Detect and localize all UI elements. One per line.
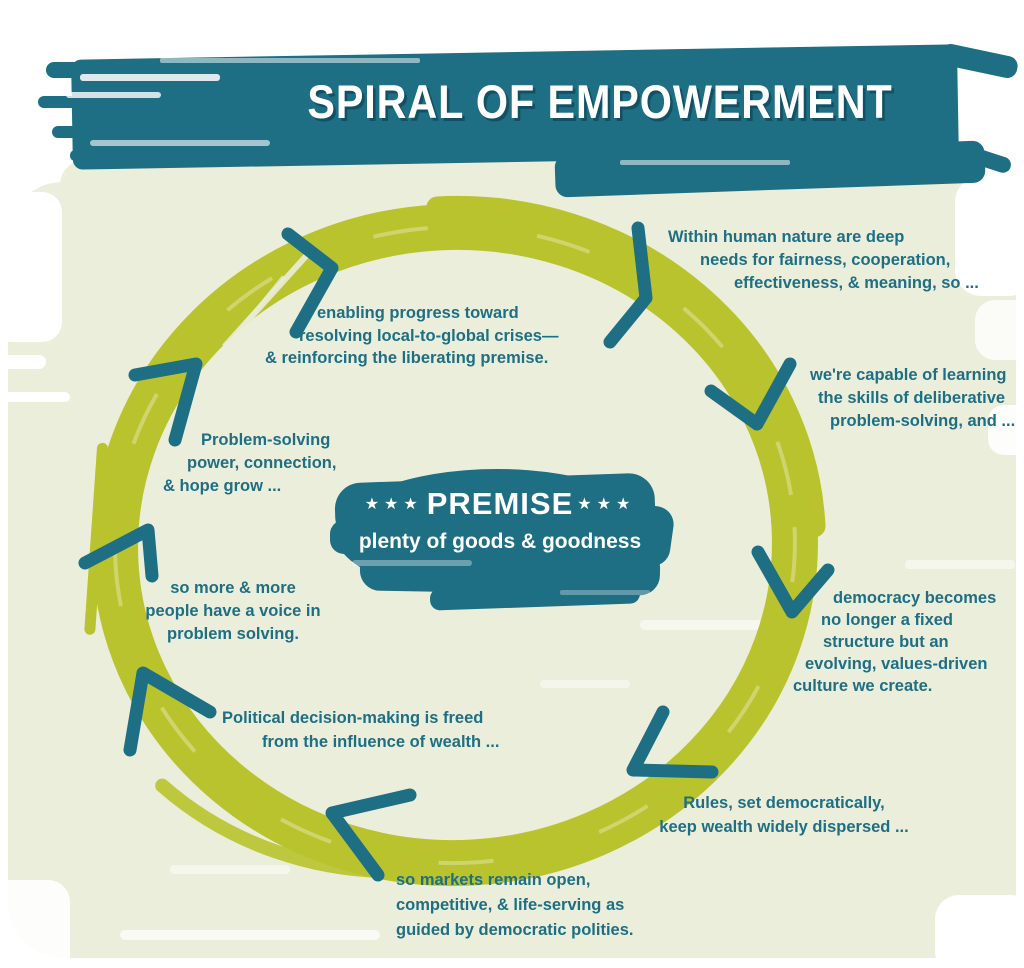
step-line: Problem-solving bbox=[201, 431, 331, 449]
step-line: so markets remain open, bbox=[396, 871, 591, 889]
step-text-rules-wealth: Rules, set democratically, keep wealth w… bbox=[648, 791, 920, 839]
chevron-arrow-left bbox=[78, 523, 159, 583]
chevron-arrow-top bbox=[281, 227, 339, 339]
step-line: & hope grow ... bbox=[163, 477, 282, 495]
premise-word: PREMISE bbox=[426, 486, 574, 521]
step-line: Within human nature are deep bbox=[668, 228, 905, 246]
step-line: enabling progress toward bbox=[317, 304, 519, 322]
step-line: & reinforcing the liberating premise. bbox=[265, 349, 549, 367]
step-text-enabling-progress: enabling progress toward resolving local… bbox=[265, 302, 558, 370]
step-line: competitive, & life-serving as bbox=[396, 896, 625, 914]
step-line: from the influence of wealth ... bbox=[262, 733, 500, 751]
step-line: problem solving. bbox=[166, 625, 300, 643]
spiral-ring bbox=[84, 195, 826, 887]
chevron-arrow-bottom bbox=[325, 788, 417, 882]
step-text-learning-skills: we're capable of learning the skills of … bbox=[810, 364, 1015, 433]
step-line: Rules, set democratically, bbox=[683, 794, 885, 812]
premise-brush bbox=[330, 469, 674, 611]
chevron-arrow-right-upper bbox=[704, 357, 797, 431]
page-title: SPIRAL OF EMPOWERMENT bbox=[307, 75, 893, 128]
step-text-human-nature: Within human nature are deep needs for f… bbox=[668, 226, 979, 295]
step-text-political-freed: Political decision-making is freed from … bbox=[222, 706, 499, 754]
title-banner-brush bbox=[38, 43, 1018, 198]
premise-title: ★★★PREMISE★★★ bbox=[335, 487, 665, 527]
step-line: we're capable of learning bbox=[810, 366, 1007, 384]
step-line: problem-solving, and ... bbox=[830, 412, 1016, 430]
step-line: structure but an bbox=[823, 633, 949, 651]
stars-icon: ★★★ bbox=[577, 496, 636, 513]
step-line: people have a voice in bbox=[145, 602, 321, 620]
chevron-arrow-bottom-right bbox=[626, 705, 719, 779]
step-line: culture we create. bbox=[793, 677, 933, 695]
chevron-arrow-right-lower bbox=[751, 545, 835, 619]
step-line: the skills of deliberative bbox=[818, 389, 1006, 407]
step-text-voice: so more & more people have a voice in pr… bbox=[143, 577, 323, 646]
step-line: so more & more bbox=[170, 579, 296, 597]
spiral-arrows bbox=[78, 221, 835, 882]
step-line: guided by democratic polities. bbox=[396, 921, 634, 939]
step-line: effectiveness, & meaning, so ... bbox=[734, 274, 979, 292]
premise-subtitle: plenty of goods & goodness bbox=[358, 530, 642, 553]
step-line: Political decision-making is freed bbox=[222, 709, 484, 727]
step-line: no longer a fixed bbox=[821, 611, 954, 629]
chevron-arrow-left-upper bbox=[128, 357, 203, 447]
chevron-arrow-top-right bbox=[603, 221, 653, 349]
step-text-democracy-evolving: democracy becomes no longer a fixed stru… bbox=[793, 587, 996, 697]
step-line: needs for fairness, cooperation, bbox=[700, 251, 951, 269]
step-line: power, connection, bbox=[187, 454, 337, 472]
step-line: keep wealth widely dispersed ... bbox=[659, 818, 909, 836]
step-line: democracy becomes bbox=[833, 589, 997, 607]
premise-label-block: ★★★PREMISE★★★ plenty of goods & goodness bbox=[335, 487, 665, 554]
chevron-arrow-left-lower bbox=[123, 666, 217, 757]
step-line: resolving local-to-global crises— bbox=[299, 326, 559, 345]
stars-icon: ★★★ bbox=[364, 496, 423, 513]
step-line: evolving, values-driven bbox=[805, 655, 988, 673]
step-text-hope-grows: Problem-solving power, connection, & hop… bbox=[163, 429, 336, 498]
step-text-markets-open: so markets remain open, competitive, & l… bbox=[396, 868, 633, 943]
